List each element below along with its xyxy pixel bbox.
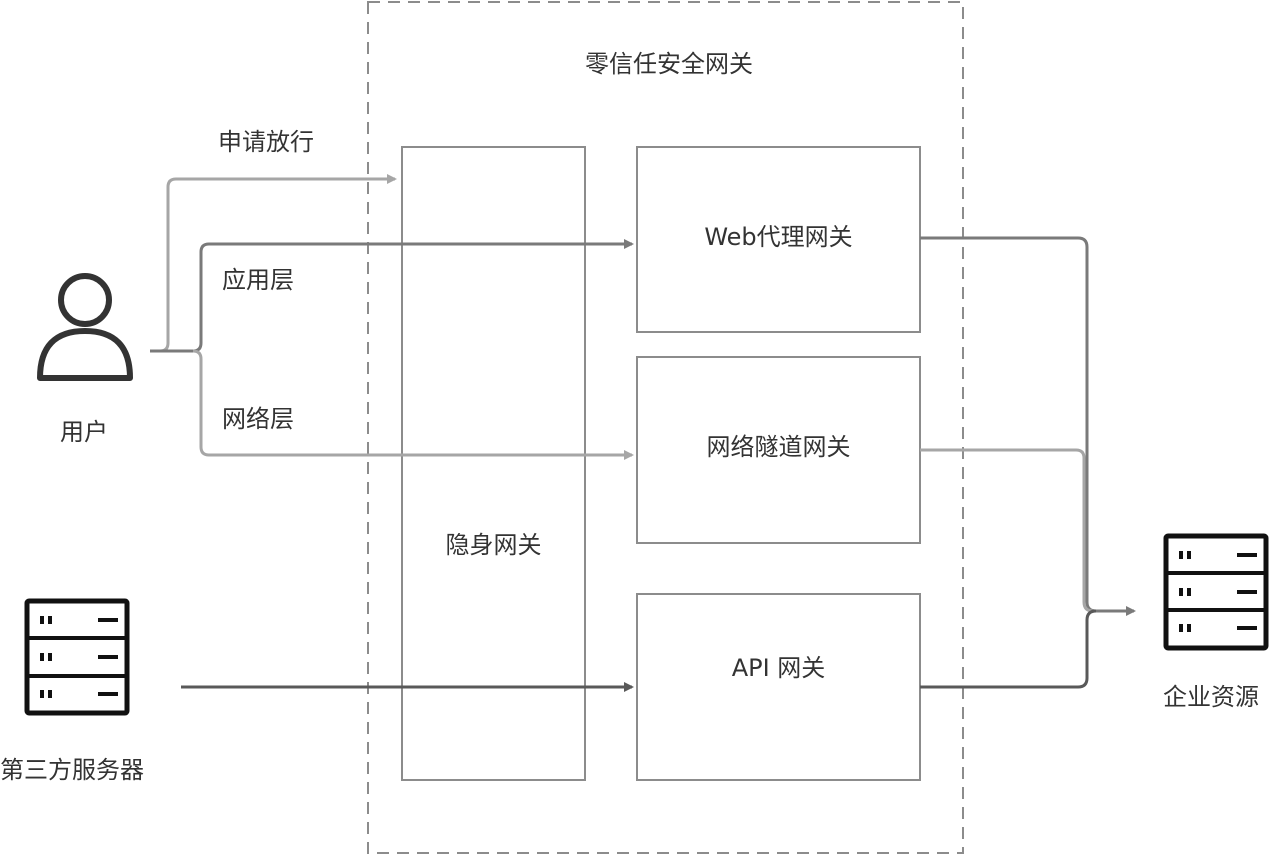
user-label: 用户 bbox=[60, 418, 108, 446]
third-party-server-icon bbox=[24, 598, 130, 716]
api-gateway-box[interactable] bbox=[636, 593, 921, 781]
network-layer-label: 网络层 bbox=[222, 405, 294, 433]
network-layer-arrow bbox=[192, 349, 634, 460]
web-proxy-gateway-label: Web代理网关 bbox=[704, 223, 853, 251]
network-tunnel-gateway-label: 网络隧道网关 bbox=[706, 433, 851, 461]
enterprise-server-icon bbox=[1163, 533, 1269, 651]
api-to-enterprise-line bbox=[920, 609, 1097, 689]
stealth-gateway-label: 隐身网关 bbox=[445, 531, 542, 559]
app-layer-label: 应用层 bbox=[222, 266, 294, 294]
request-access-label: 申请放行 bbox=[218, 128, 314, 156]
web-proxy-gateway-box[interactable] bbox=[636, 146, 921, 333]
network-tunnel-to-enterprise-line bbox=[920, 448, 1094, 613]
stealth-gateway-box[interactable] bbox=[401, 146, 586, 781]
api-gateway-label: API 网关 bbox=[731, 654, 826, 682]
user-icon bbox=[37, 273, 133, 381]
request-access-arrow bbox=[150, 174, 397, 353]
network-tunnel-gateway-box[interactable] bbox=[636, 356, 921, 544]
third-party-server-label: 第三方服务器 bbox=[0, 756, 144, 784]
diagram-title: 零信任安全网关 bbox=[585, 50, 753, 78]
zero-trust-gateway-boundary bbox=[367, 1, 964, 854]
enterprise-resource-label: 企业资源 bbox=[1163, 683, 1259, 711]
web-proxy-to-enterprise-line bbox=[920, 236, 1136, 616]
